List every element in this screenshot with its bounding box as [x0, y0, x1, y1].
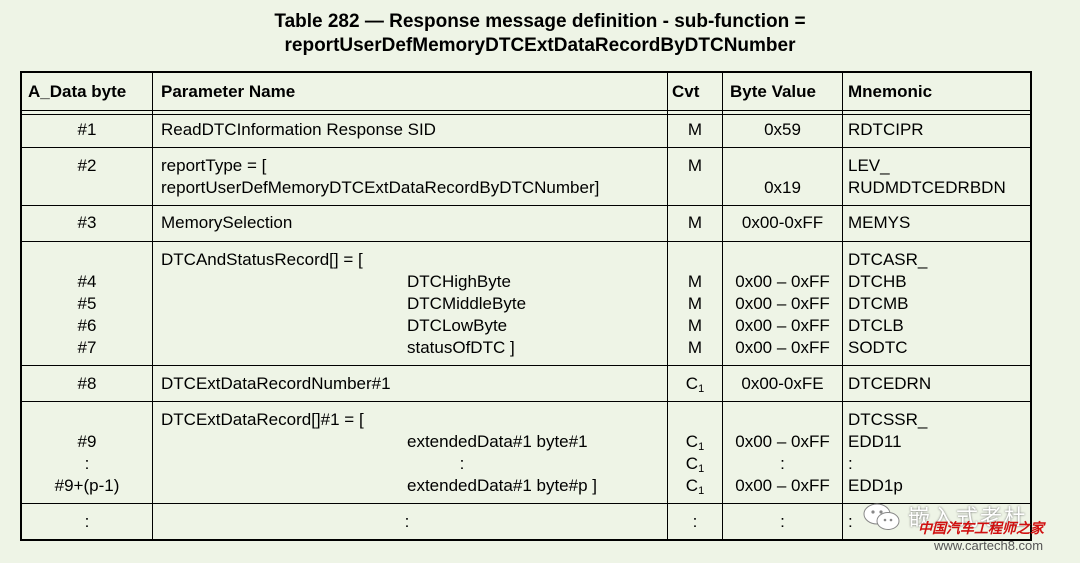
- cell-value: 0x19: [764, 178, 801, 197]
- wechat-icon: [863, 503, 900, 530]
- cvt-letter: C: [685, 454, 699, 473]
- cell-mnemonic: :: [848, 454, 853, 473]
- cell-byte: #3: [77, 213, 97, 232]
- cell-byte: #9+(p-1): [54, 476, 120, 495]
- cell-param: DTCAndStatusRecord[] = [: [161, 250, 363, 269]
- cell-cvt: C1: [668, 475, 722, 502]
- cell-mnemonic: RDTCIPR: [848, 120, 924, 139]
- cell-value: 0x00 – 0xFF: [735, 432, 830, 451]
- cell-mnemonic: SODTC: [848, 338, 908, 357]
- cell-cvt: M: [687, 272, 703, 291]
- header-divider: [22, 110, 1030, 115]
- cell-mnemonic: DTCHB: [848, 272, 907, 291]
- cell-param: MemorySelection: [161, 213, 293, 232]
- cell-value: 0x00 – 0xFF: [735, 316, 830, 335]
- header-byte: A_Data byte: [28, 82, 127, 101]
- cvt-letter: C: [685, 374, 699, 393]
- cell-byte: #7: [77, 338, 97, 357]
- cell-cvt: C1: [668, 453, 722, 480]
- watermark-url: www.cartech8.com: [934, 538, 1044, 553]
- col-divider: [842, 73, 843, 539]
- cell-cvt: C1: [668, 431, 722, 458]
- header-cvt: Cvt: [672, 82, 700, 101]
- cell-param: :: [459, 454, 465, 473]
- cvt-subscript: 1: [698, 485, 705, 497]
- cell-value: :: [780, 454, 785, 473]
- cell-cvt: M: [687, 294, 703, 313]
- cell-mnemonic: LEV_: [848, 156, 890, 175]
- cell-param: DTCLowByte: [407, 316, 508, 335]
- cell-byte: #4: [77, 272, 97, 291]
- cell-param: extendedData#1 byte#1: [407, 432, 588, 451]
- cell-mnemonic: MEMYS: [848, 213, 911, 232]
- cell-value: :: [780, 512, 785, 531]
- cell-cvt: C1: [668, 373, 722, 400]
- caption-line-2: reportUserDefMemoryDTCExtDataRecordByDTC…: [284, 35, 796, 56]
- row-divider: [22, 365, 1030, 366]
- cell-param: statusOfDTC ]: [407, 338, 515, 357]
- cell-cvt: M: [687, 316, 703, 335]
- cvt-subscript: 1: [698, 441, 705, 453]
- cell-byte: #5: [77, 294, 97, 313]
- cell-param: extendedData#1 byte#p ]: [407, 476, 597, 495]
- cell-cvt: M: [687, 213, 703, 232]
- cell-param: reportType = [: [161, 156, 267, 175]
- cell-byte: :: [84, 454, 90, 473]
- col-divider: [722, 73, 723, 539]
- cell-mnemonic: DTCEDRN: [848, 374, 932, 393]
- caption-line-1: Table 282 — Response message definition …: [274, 11, 806, 32]
- cell-cvt: M: [687, 338, 703, 357]
- cell-value: 0x00 – 0xFF: [735, 294, 830, 313]
- cell-param: DTCExtDataRecord[]#1 = [: [161, 410, 364, 429]
- col-divider: [152, 73, 153, 539]
- cvt-subscript: 1: [698, 383, 705, 395]
- table-caption: Table 282 — Response message definition …: [0, 10, 1080, 58]
- watermark-subtext: 中国汽车工程师之家: [918, 520, 1044, 536]
- cvt-letter: C: [685, 432, 699, 451]
- cell-cvt: :: [692, 512, 698, 531]
- row-divider: [22, 503, 1030, 504]
- cell-byte: #9: [77, 432, 97, 451]
- header-param: Parameter Name: [161, 82, 296, 101]
- cell-cvt: M: [687, 156, 703, 175]
- cell-mnemonic: EDD1p: [848, 476, 903, 495]
- cell-value: 0x00-0xFE: [741, 374, 824, 393]
- cell-mnemonic: RUDMDTCEDRBDN: [848, 178, 1006, 197]
- cell-mnemonic: EDD11: [848, 432, 902, 451]
- row-divider: [22, 147, 1030, 148]
- response-message-table: A_Data byte Parameter Name Cvt Byte Valu…: [20, 71, 1032, 541]
- watermark-text: 嵌入式老杜: [908, 505, 1029, 530]
- cell-mnemonic: DTCSSR_: [848, 410, 928, 429]
- cell-byte: #2: [77, 156, 97, 175]
- row-divider: [22, 205, 1030, 206]
- cvt-subscript: 1: [698, 463, 705, 475]
- cell-byte: #8: [77, 374, 97, 393]
- cell-mnemonic: DTCASR_: [848, 250, 928, 269]
- cell-mnemonic: DTCLB: [848, 316, 904, 335]
- cvt-letter: C: [685, 476, 699, 495]
- cell-value: 0x00 – 0xFF: [735, 272, 830, 291]
- cell-value: 0x59: [764, 120, 801, 139]
- cell-mnemonic: :: [848, 512, 853, 531]
- watermark: 嵌入式老杜 中国汽车工程师之家 www.cartech8.com: [862, 498, 1076, 560]
- cell-byte: #6: [77, 316, 97, 335]
- cell-byte: #1: [77, 120, 97, 139]
- row-divider: [22, 401, 1030, 402]
- cell-param: DTCMiddleByte: [407, 294, 527, 313]
- col-divider: [667, 73, 668, 539]
- header-value: Byte Value: [730, 82, 816, 101]
- cell-value: 0x00 – 0xFF: [735, 338, 830, 357]
- cell-value: 0x00 – 0xFF: [735, 476, 830, 495]
- cell-param: DTCExtDataRecordNumber#1: [161, 374, 391, 393]
- cell-param: DTCHighByte: [407, 272, 511, 291]
- cell-mnemonic: DTCMB: [848, 294, 909, 313]
- cell-cvt: M: [687, 120, 703, 139]
- cell-param: reportUserDefMemoryDTCExtDataRecordByDTC…: [161, 178, 600, 197]
- cell-param: :: [404, 512, 410, 531]
- cell-value: 0x00-0xFF: [741, 213, 824, 232]
- cell-param: ReadDTCInformation Response SID: [161, 120, 436, 139]
- header-mnemonic: Mnemonic: [848, 82, 933, 101]
- cell-byte: :: [84, 512, 90, 531]
- row-divider: [22, 241, 1030, 242]
